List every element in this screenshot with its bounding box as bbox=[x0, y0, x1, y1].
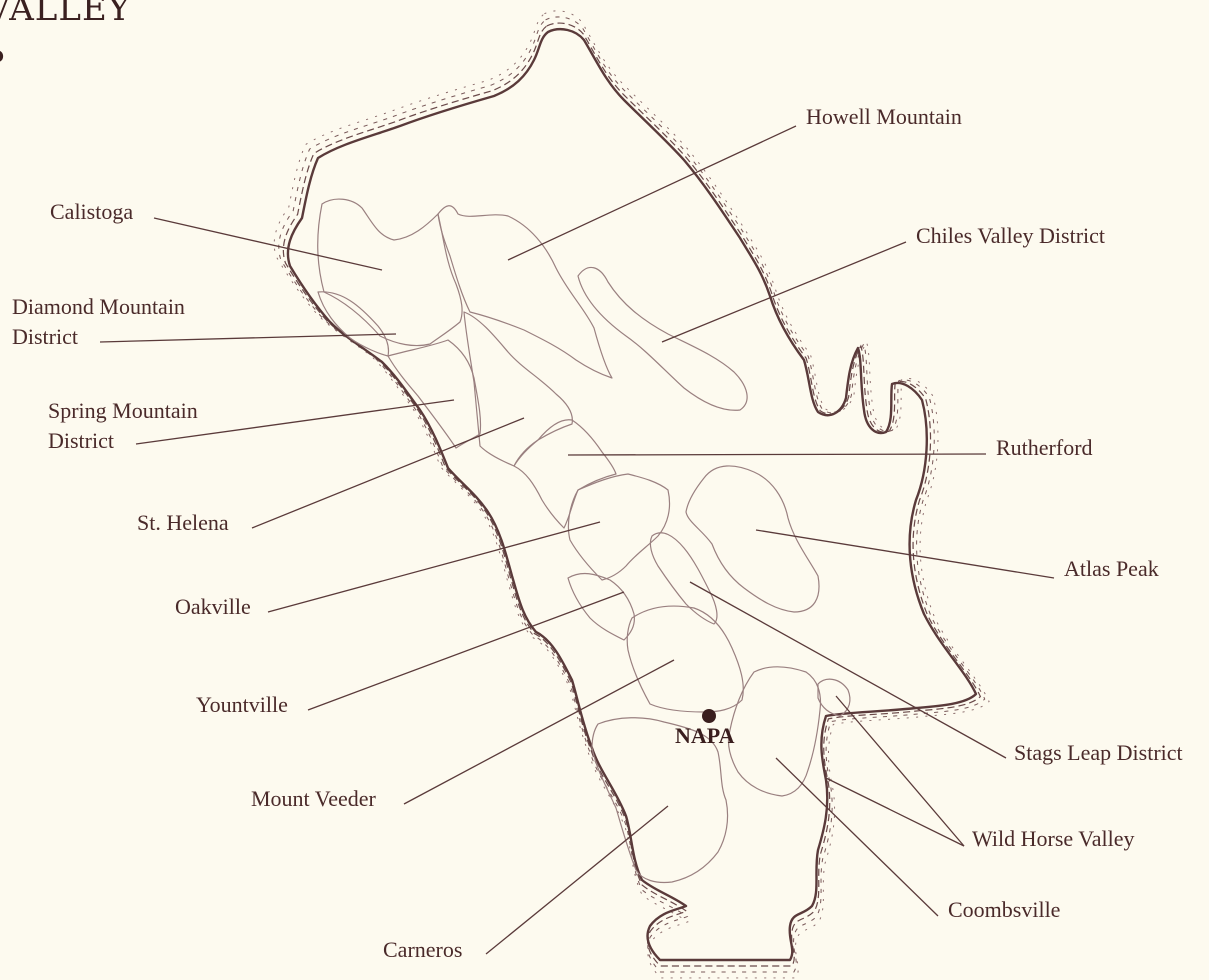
region-label-line: Mount Veeder bbox=[251, 786, 377, 811]
region-label-line: Yountville bbox=[196, 692, 288, 717]
outline-dashed-ring-3 bbox=[273, 10, 990, 979]
region-label-line: Coombsville bbox=[948, 897, 1060, 922]
outline-dashed-ring-1 bbox=[282, 22, 982, 967]
region-outline-wild-horse-valley bbox=[817, 678, 851, 717]
region-label-line: Oakville bbox=[175, 594, 251, 619]
leader-line-howell-mountain bbox=[507, 125, 797, 261]
map-title-line1: VALLEY bbox=[0, 0, 131, 29]
region-outline-coombsville bbox=[727, 666, 822, 797]
napa-city-marker bbox=[702, 709, 716, 723]
region-label-howell-mountain[interactable]: Howell Mountain bbox=[806, 104, 962, 129]
region-label-line: Howell Mountain bbox=[806, 104, 962, 129]
region-label-rutherford[interactable]: Rutherford bbox=[996, 435, 1093, 460]
leader-line-chiles-valley-district bbox=[661, 241, 907, 343]
outline-dashed-ring-2 bbox=[278, 16, 986, 973]
region-label-mount-veeder[interactable]: Mount Veeder bbox=[251, 786, 377, 811]
leader-line-wild-horse-valley-1 bbox=[835, 695, 965, 847]
leader-line-carneros bbox=[485, 805, 669, 955]
region-label-stags-leap-district[interactable]: Stags Leap District bbox=[1014, 740, 1183, 765]
region-outline-chiles-valley bbox=[577, 266, 748, 411]
leader-line-diamond-mountain-district bbox=[99, 333, 397, 343]
leader-line-mount-veeder bbox=[403, 659, 675, 805]
region-label-line: St. Helena bbox=[137, 510, 229, 535]
napa-city-label: NAPA bbox=[675, 723, 735, 748]
region-label-yountville[interactable]: Yountville bbox=[196, 692, 288, 717]
leader-line-calistoga bbox=[153, 217, 383, 271]
region-outline-howell-mountain bbox=[437, 205, 613, 379]
region-label-calistoga[interactable]: Calistoga bbox=[50, 199, 133, 224]
leader-line-spring-mountain-district bbox=[135, 399, 455, 445]
region-outline-oakville bbox=[567, 473, 671, 581]
region-label-chiles-valley-district[interactable]: Chiles Valley District bbox=[916, 223, 1105, 248]
sub-region-boundaries bbox=[317, 198, 851, 884]
region-outline-mount-veeder bbox=[626, 605, 744, 713]
region-label-atlas-peak[interactable]: Atlas Peak bbox=[1064, 556, 1159, 581]
region-label-st-helena[interactable]: St. Helena bbox=[137, 510, 229, 535]
region-label-line: District bbox=[48, 428, 114, 453]
region-outline-st-helena bbox=[463, 311, 573, 467]
leader-line-yountville bbox=[307, 591, 625, 711]
region-label-line: Carneros bbox=[383, 937, 462, 962]
region-outline-rutherford bbox=[513, 419, 617, 529]
region-label-line: Rutherford bbox=[996, 435, 1093, 460]
region-label-wild-horse-valley[interactable]: Wild Horse Valley bbox=[972, 826, 1134, 851]
region-outline-spring-mountain bbox=[387, 339, 482, 449]
leader-line-coombsville bbox=[775, 757, 939, 917]
leader-lines bbox=[99, 125, 1055, 955]
region-label-carneros[interactable]: Carneros bbox=[383, 937, 462, 962]
leader-line-wild-horse-valley-2 bbox=[825, 777, 965, 847]
leader-line-st-helena bbox=[251, 417, 525, 529]
region-outline-yountville bbox=[567, 572, 635, 641]
region-label-line: Atlas Peak bbox=[1064, 556, 1159, 581]
leader-line-oakville bbox=[267, 521, 601, 613]
region-outline-atlas-peak bbox=[685, 465, 820, 613]
region-label-line: District bbox=[12, 324, 78, 349]
county-outline bbox=[273, 10, 990, 979]
map-title-line2: P bbox=[0, 45, 5, 80]
region-label-oakville[interactable]: Oakville bbox=[175, 594, 251, 619]
region-outline-carneros bbox=[591, 717, 729, 884]
region-label-line: Chiles Valley District bbox=[916, 223, 1105, 248]
leader-line-rutherford bbox=[567, 453, 987, 456]
region-outline-stags-leap bbox=[649, 532, 718, 625]
leader-line-stags-leap-district bbox=[689, 581, 1007, 759]
region-label-line: Spring Mountain bbox=[48, 398, 198, 423]
region-label-line: Wild Horse Valley bbox=[972, 826, 1134, 851]
region-label-line: Stags Leap District bbox=[1014, 740, 1183, 765]
region-outline-calistoga bbox=[317, 198, 463, 347]
region-label-line: Diamond Mountain bbox=[12, 294, 185, 319]
leader-line-atlas-peak bbox=[755, 529, 1055, 579]
region-label-coombsville[interactable]: Coombsville bbox=[948, 897, 1060, 922]
region-label-line: Calistoga bbox=[50, 199, 133, 224]
